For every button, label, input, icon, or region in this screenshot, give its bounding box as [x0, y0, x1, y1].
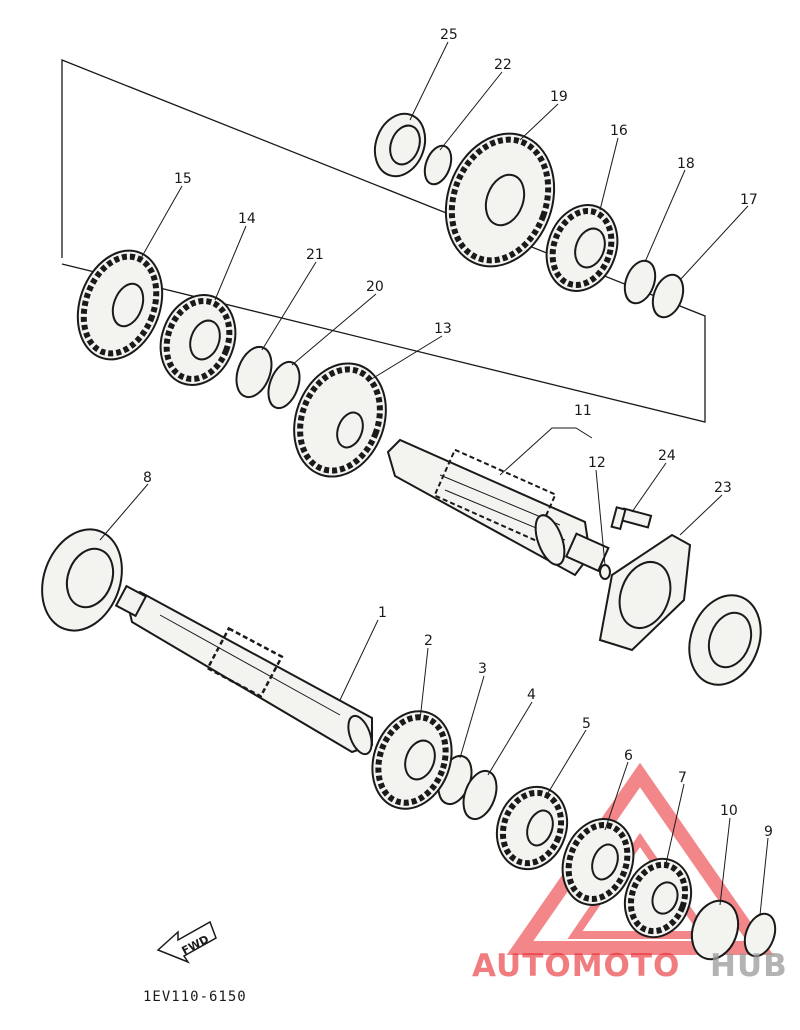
callout-7: 7 — [678, 770, 687, 786]
callout-17: 17 — [740, 192, 758, 208]
callout-21: 21 — [306, 247, 324, 263]
washer-20 — [267, 360, 301, 410]
bearing-8 — [41, 528, 123, 632]
callout-22: 22 — [494, 57, 512, 73]
bearing-retainer-23 — [598, 533, 692, 652]
fwd-arrow-icon: FWD — [156, 920, 217, 964]
pin-12 — [599, 564, 611, 580]
drawing-code: 1EV110-6150 — [143, 989, 247, 1005]
screw-24 — [610, 506, 653, 531]
callout-12: 12 — [588, 455, 606, 471]
callout-1: 1 — [378, 605, 387, 621]
countershaft — [386, 438, 610, 577]
callout-15: 15 — [174, 171, 192, 187]
bearing-right — [688, 594, 762, 686]
gear-16 — [545, 204, 619, 292]
callout-5: 5 — [582, 716, 591, 732]
callout-2: 2 — [424, 633, 433, 649]
washer-17 — [651, 273, 685, 319]
bearing-25 — [373, 112, 427, 178]
callout-13: 13 — [434, 321, 452, 337]
gear-7 — [623, 857, 693, 939]
gear-15 — [76, 249, 164, 361]
gear-14 — [159, 294, 237, 386]
callout-23: 23 — [714, 480, 732, 496]
watermark-text-hub: HUB — [710, 948, 788, 984]
callout-8: 8 — [143, 470, 152, 486]
gear-19 — [444, 132, 556, 268]
callout-16: 16 — [610, 123, 628, 139]
callout-19: 19 — [550, 89, 568, 105]
callout-6: 6 — [624, 748, 633, 764]
watermark-text-automoto: AUTOMOTO — [472, 948, 680, 984]
countershaft-group-frame — [61, 59, 706, 423]
callout-11: 11 — [574, 403, 592, 419]
callout-10: 10 — [720, 803, 738, 819]
gear-13 — [293, 362, 387, 478]
circlip-18 — [623, 259, 657, 305]
callout-3: 3 — [478, 661, 487, 677]
gear-6 — [561, 818, 635, 906]
callout-24: 24 — [658, 448, 676, 464]
leader-lines — [99, 41, 769, 916]
gear-5 — [495, 785, 569, 871]
callout-14: 14 — [238, 211, 256, 227]
main-axle — [114, 584, 373, 756]
callout-9: 9 — [764, 824, 773, 840]
callout-18: 18 — [677, 156, 695, 172]
circlip-21 — [235, 345, 273, 399]
gear-2 — [371, 710, 453, 810]
washer-22 — [423, 144, 453, 186]
callout-25: 25 — [440, 27, 458, 43]
callout-4: 4 — [527, 687, 536, 703]
washer-9 — [743, 912, 777, 958]
washer-4 — [462, 769, 498, 821]
callout-20: 20 — [366, 279, 384, 295]
part-10 — [690, 899, 740, 961]
